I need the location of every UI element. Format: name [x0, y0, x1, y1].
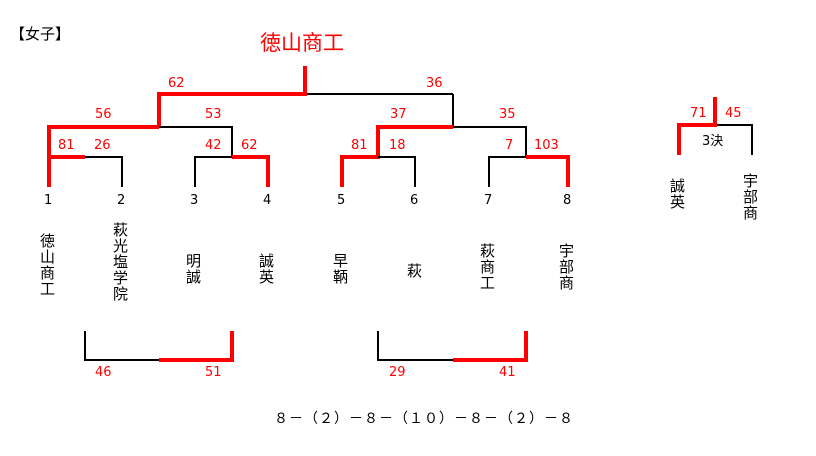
category-label: 【女子】 [10, 25, 71, 43]
team-name-6: 萩 [405, 263, 423, 279]
r1-m4-loser [488, 156, 526, 187]
team-name-4: 誠英 [257, 253, 275, 285]
third-place-label: 3決 [702, 134, 724, 149]
r1-m2-loser [194, 156, 232, 187]
third-loser [715, 124, 753, 155]
champion-name: 徳山商工 [260, 31, 344, 55]
consolation-1-winner [159, 331, 234, 362]
consolation-1-left-score: 46 [95, 365, 112, 380]
r1-m2-winner [232, 155, 270, 187]
r1-m3-right-score: 18 [389, 138, 406, 153]
team-name-2: 萩光塩学院 [111, 222, 129, 302]
seed-3: 3 [190, 193, 199, 208]
semi-left-left-score: 56 [95, 107, 112, 122]
consolation-1-right-score: 51 [205, 365, 222, 380]
third-right-score: 45 [725, 106, 742, 121]
r1-m1-loser [85, 156, 123, 187]
seed-4: 4 [263, 193, 272, 208]
final-right-score: 36 [426, 76, 443, 91]
semi-left-right-score: 53 [205, 107, 222, 122]
semi-right-loser [453, 126, 527, 157]
third-left-score: 71 [690, 106, 707, 121]
semi-left-loser [159, 126, 233, 157]
semi-right-right-score: 35 [499, 107, 516, 122]
consolation-2-left-score: 29 [389, 365, 406, 380]
seed-7: 7 [484, 193, 493, 208]
r1-m3-left-score: 81 [351, 138, 368, 153]
consolation-2-winner [453, 331, 528, 362]
consolation-2-right-score: 41 [499, 365, 516, 380]
r1-m3-winner [340, 155, 378, 187]
third-left-team: 誠英 [668, 178, 686, 210]
r1-m4-right-score: 103 [534, 138, 559, 153]
r1-m4-winner [526, 155, 570, 187]
team-name-7: 萩商工 [478, 243, 496, 291]
final-winner-path [157, 66, 307, 127]
r1-m4-left-score: 7 [505, 138, 514, 153]
semi-left-winner [47, 125, 159, 157]
semi-right-left-score: 37 [390, 107, 407, 122]
team-name-8: 宇部商 [557, 243, 575, 291]
team-name-5: 早鞆 [331, 253, 349, 285]
seed-5: 5 [337, 193, 346, 208]
r1-m3-loser [378, 156, 416, 187]
consolation-1-loser [84, 331, 159, 361]
r1-m1-winner [47, 155, 85, 187]
team-name-3: 明誠 [184, 253, 202, 285]
seed-6: 6 [410, 193, 419, 208]
r1-m1-left-score: 81 [58, 138, 75, 153]
r1-m2-left-score: 42 [205, 138, 222, 153]
third-right-team: 宇部商 [741, 173, 759, 221]
team-name-1: 徳山商工 [38, 233, 56, 297]
r1-m2-right-score: 62 [241, 138, 258, 153]
r1-m1-right-score: 26 [94, 138, 111, 153]
third-winner [677, 97, 717, 155]
seed-8: 8 [563, 193, 572, 208]
score-summary: ８－（２）－８－（１０）－８－（２）－８ [274, 411, 574, 427]
final-left-score: 62 [168, 76, 185, 91]
consolation-2-loser [377, 331, 453, 361]
seed-1: 1 [44, 193, 53, 208]
seed-2: 2 [117, 193, 126, 208]
